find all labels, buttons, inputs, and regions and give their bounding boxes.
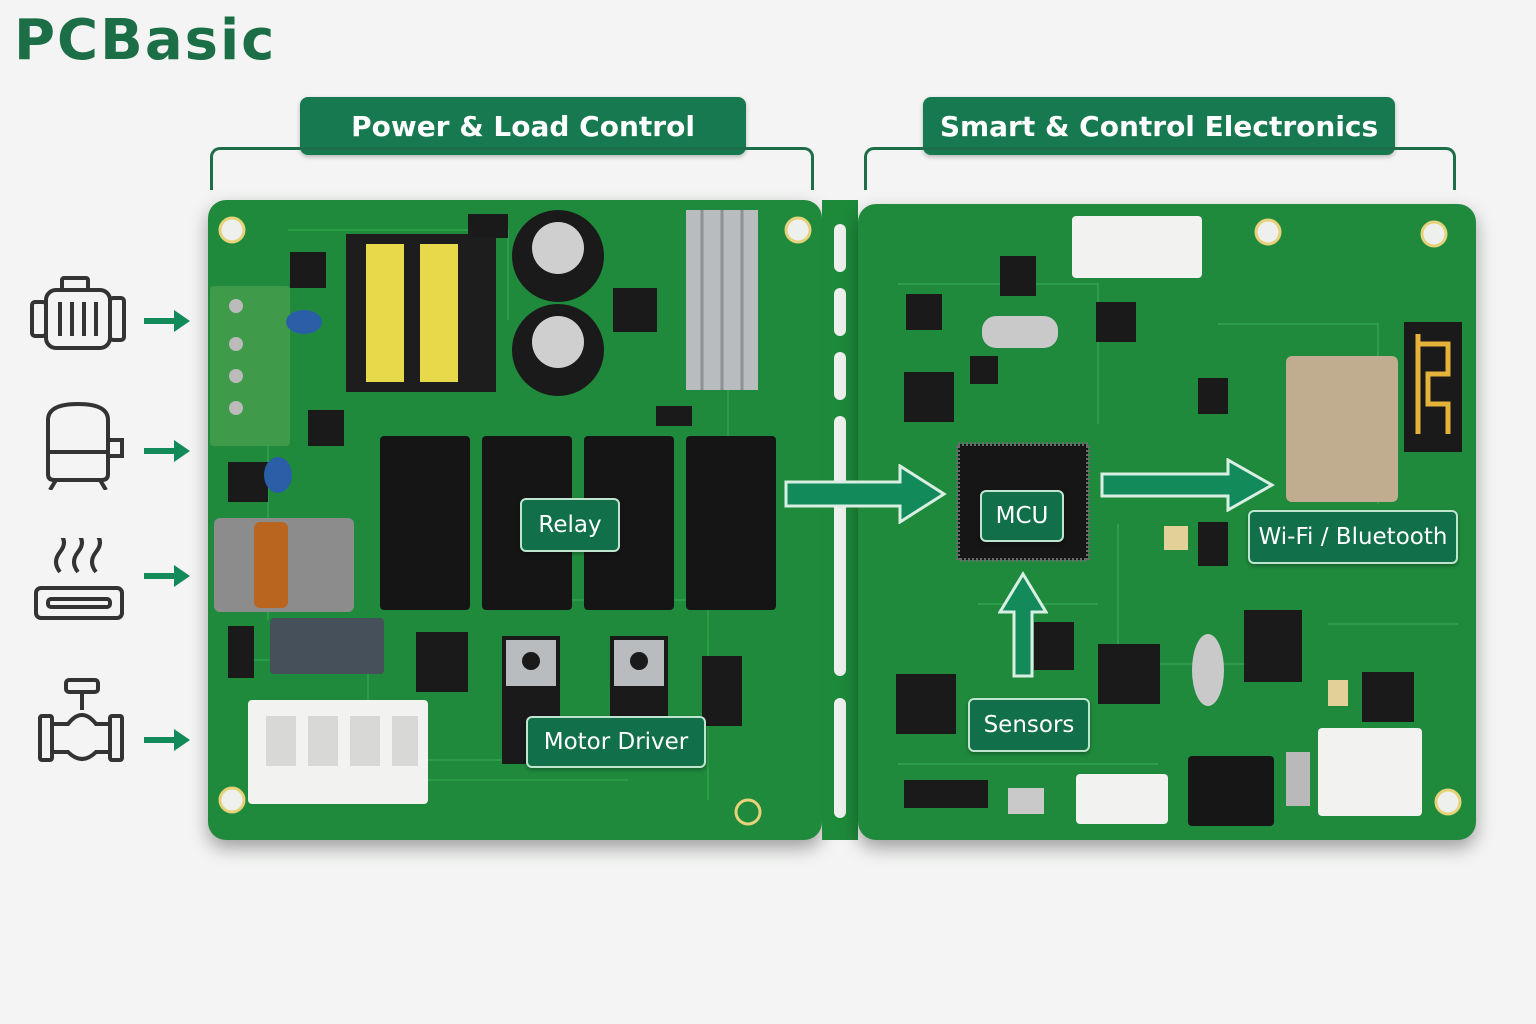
smart-board-components [896,216,1462,826]
sensors-to-mcu-arrow [998,571,1048,678]
motor-icon [30,276,126,350]
heater-feed-arrow [144,565,190,587]
smart-board: MCU Wi-Fi / Bluetooth Sensors [858,204,1476,840]
mcu-to-wireless-arrow [1100,458,1276,512]
valve-feed-arrow [144,729,190,751]
wireless-tag: Wi-Fi / Bluetooth [1248,510,1458,564]
motor-feed-arrow [144,310,190,332]
sensors-tag: Sensors [968,698,1090,752]
power-board-components [210,210,812,826]
smart-section-label: Smart & Control Electronics [923,97,1395,155]
divider-slot [834,416,846,676]
divider-slot [834,224,846,272]
motor-driver-tag: Motor Driver [526,716,706,768]
divider-slot [834,352,846,400]
divider-slot [834,698,846,818]
power-section-bracket [210,147,814,190]
valve-icon [38,678,124,762]
board-divider [822,200,858,840]
power-board: Relay Motor Driver [208,200,822,840]
brand-logo: PCBasic [14,8,277,73]
divider-slot [834,288,846,336]
heater-icon [34,538,124,620]
relay-tag: Relay [520,498,620,552]
smart-section-bracket [864,147,1456,190]
power-section-label: Power & Load Control [300,97,746,155]
compressor-feed-arrow [144,440,190,462]
compressor-icon [46,401,124,490]
mcu-tag: MCU [980,490,1064,542]
relay-to-mcu-arrow [784,464,947,524]
